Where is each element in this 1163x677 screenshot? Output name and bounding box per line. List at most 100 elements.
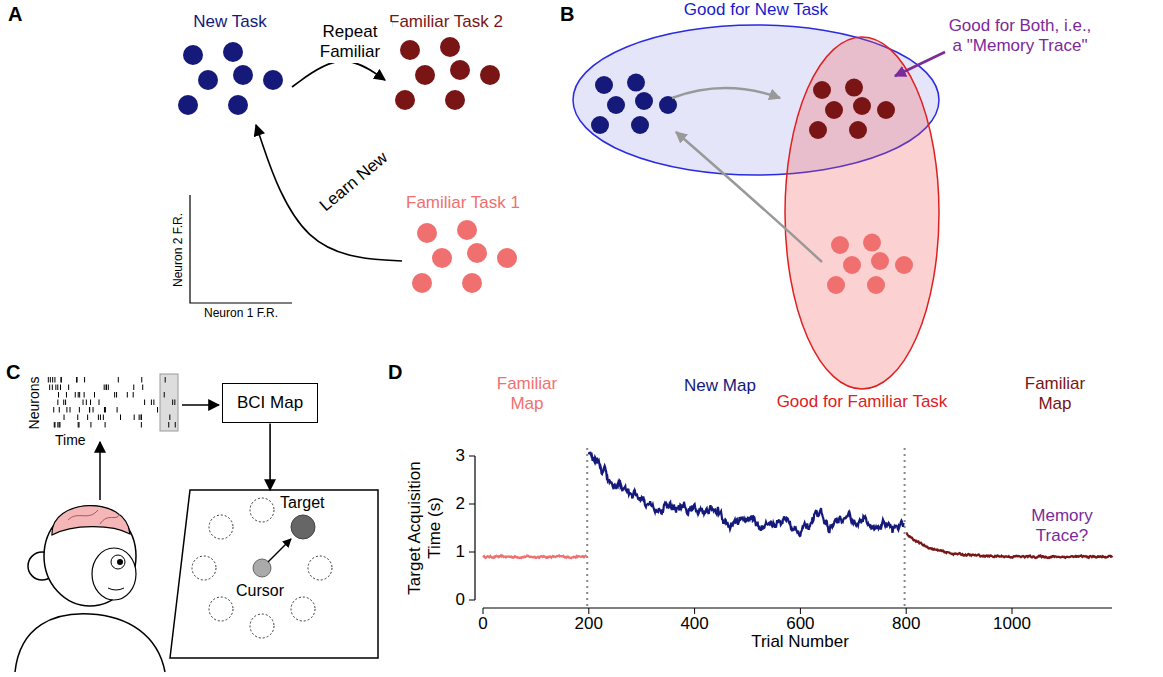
axis-label: Neuron 1 F.R. — [204, 306, 278, 320]
spike-tick — [60, 377, 61, 383]
signal-arrow — [182, 404, 219, 406]
spike-tick — [78, 422, 79, 428]
spike-tick — [84, 392, 85, 398]
state-dot — [445, 90, 465, 110]
spike-tick — [105, 407, 106, 413]
state-dot — [440, 37, 460, 57]
familiar-task-1-cluster — [412, 220, 517, 293]
state-dot — [497, 248, 517, 268]
x-tick — [800, 608, 801, 614]
state-dot — [467, 243, 487, 263]
spike-tick — [106, 385, 107, 391]
spike-tick — [175, 422, 176, 428]
spike-tick — [165, 377, 166, 383]
panel-letter: C — [6, 360, 20, 384]
x-axis — [483, 607, 1112, 608]
task-cluster: Familiar Task 1 — [402, 193, 524, 303]
state-dot — [813, 81, 831, 99]
monkey-pupil — [117, 559, 123, 565]
state-dot — [417, 223, 437, 243]
axis-label: Neuron 2 F.R. — [171, 213, 185, 287]
state-dot — [198, 70, 218, 90]
annotation: Memory Trace? — [1022, 506, 1102, 547]
spike-tick — [116, 392, 117, 398]
spike-tick — [61, 377, 62, 383]
state-dot — [877, 101, 895, 119]
spike-tick — [77, 377, 78, 383]
axis-label: Neurons — [26, 377, 43, 430]
state-dot — [178, 95, 198, 115]
spike-tick — [134, 415, 135, 421]
spike-tick — [79, 407, 80, 413]
cluster-label: New Task — [193, 12, 266, 32]
spike-tick — [93, 407, 94, 413]
screen-label: Cursor — [236, 581, 284, 600]
spike-tick — [48, 377, 49, 383]
tick-label: 800 — [892, 614, 920, 634]
state-dot — [809, 121, 827, 139]
spike-tick — [141, 422, 142, 428]
region-title: Good for Familiar Task — [777, 392, 948, 412]
spike-tick — [55, 385, 56, 391]
spike-tick — [100, 415, 101, 421]
cursor-arrow — [268, 539, 291, 562]
region-outline — [784, 36, 940, 390]
spike-tick — [99, 400, 100, 406]
spike-tick — [105, 422, 106, 428]
tick-label: 3 — [456, 446, 465, 466]
x-tick — [483, 608, 484, 614]
cluster-label: Familiar Task 2 — [389, 12, 503, 32]
region-title: Good for New Task — [684, 0, 828, 20]
state-dot — [263, 70, 283, 90]
target-dot — [291, 515, 315, 539]
line-chart — [469, 448, 1113, 614]
spike-tick — [117, 407, 118, 413]
monkey-body — [15, 614, 165, 672]
spike-tick — [77, 415, 78, 421]
spike-tick — [49, 385, 50, 391]
cluster-label: Familiar Task 1 — [406, 193, 520, 213]
state-dot — [395, 90, 415, 110]
screen-display: TargetCursor — [168, 488, 380, 660]
spike-tick — [174, 400, 175, 406]
process-box: BCI Map — [222, 383, 318, 423]
target-slot — [209, 515, 233, 539]
spike-tick — [68, 385, 69, 391]
spike-tick — [164, 392, 165, 398]
spike-tick — [86, 400, 87, 406]
state-dot — [871, 252, 889, 270]
target-slot — [291, 597, 315, 621]
panel-letter: D — [388, 360, 402, 384]
target-slot — [308, 556, 332, 580]
spike-tick — [157, 407, 158, 413]
spike-tick — [144, 400, 145, 406]
tick-label: 1000 — [993, 614, 1031, 634]
state-dot — [480, 65, 500, 85]
monkey-brain — [52, 506, 130, 535]
x-tick — [906, 608, 907, 614]
spike-tick — [90, 422, 91, 428]
connector-arrow — [292, 61, 385, 87]
monkey-face — [92, 548, 136, 600]
spike-tick — [89, 407, 90, 413]
spike-tick — [90, 400, 91, 406]
spike-tick — [75, 392, 76, 398]
state-dot — [825, 101, 843, 119]
state-dot — [627, 74, 645, 92]
spike-tick — [54, 422, 55, 428]
spike-tick — [142, 385, 143, 391]
spike-tick — [104, 385, 105, 391]
annotation: Good for Both, i.e., a "Memory Trace" — [945, 16, 1095, 57]
block-divider — [586, 448, 588, 606]
familiar-task-2-cluster — [395, 37, 500, 110]
spike-tick — [70, 407, 71, 413]
state-dot — [233, 65, 253, 85]
state-dot — [457, 220, 477, 240]
tick-label: 600 — [786, 614, 814, 634]
state-dot — [849, 121, 867, 139]
connector-arrow — [269, 423, 271, 490]
spike-tick — [83, 400, 84, 406]
state-dot — [845, 79, 863, 97]
spike-tick — [57, 422, 58, 428]
